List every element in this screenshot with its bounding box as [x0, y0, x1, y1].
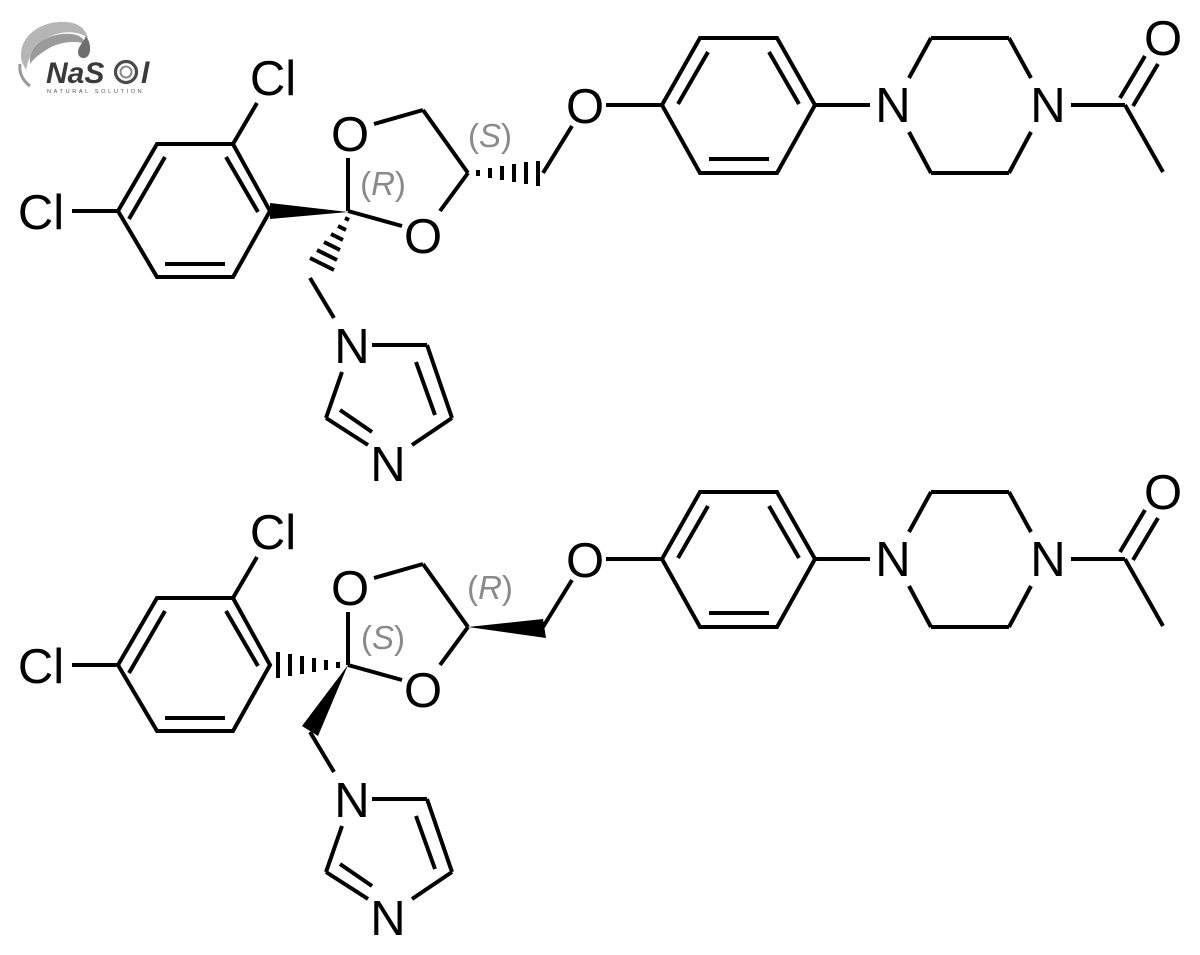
atom-cl-para: Cl — [18, 640, 64, 694]
nasol-logo: NaS l NATURAL SOLUTION — [18, 21, 150, 95]
atom-n-piperazine-4: N — [1030, 79, 1065, 133]
logo-tagline: NATURAL SOLUTION — [47, 89, 144, 95]
atom-o-carbonyl: O — [1144, 466, 1182, 520]
wedge-bond — [468, 619, 546, 638]
wedge-bond — [302, 665, 348, 736]
hashed-bond — [276, 652, 340, 678]
logo-swirl-o-icon — [113, 59, 139, 85]
atom-cl-ortho: Cl — [250, 506, 296, 560]
logo-brand-l: l — [141, 57, 150, 90]
atom-n-piperazine-4: N — [1030, 533, 1065, 587]
svg-text:NaS: NaS — [46, 57, 104, 90]
atom-o-ring-lower: O — [404, 210, 442, 264]
stereo-label-c2: (R) — [360, 165, 406, 202]
leaf-drop-icon — [18, 21, 91, 88]
logo-brand-na: Na — [46, 57, 84, 90]
stereo-label-c4: (R) — [467, 569, 513, 606]
atom-cl-para: Cl — [18, 186, 64, 240]
logo-brand-s: S — [84, 57, 104, 90]
atom-n-piperazine-1: N — [875, 79, 910, 133]
atom-n-piperazine-1: N — [875, 533, 910, 587]
stereo-label-c2: (S) — [361, 619, 405, 656]
molecule-top-skeleton — [70, 36, 1165, 447]
hashed-bond — [309, 216, 350, 272]
atom-o-ring-lower: O — [404, 664, 442, 718]
atom-n-imidazole-1: N — [334, 320, 369, 374]
atom-cl-ortho: Cl — [250, 52, 296, 106]
molecule-bottom-skeleton — [70, 490, 1165, 901]
atom-o-ring-upper: O — [331, 562, 369, 616]
atom-n-imidazole-3: N — [370, 438, 405, 492]
wedge-bond — [270, 203, 348, 219]
molecule-top: Cl Cl O O O N N O N N (R) (S) — [18, 12, 1182, 492]
atom-o-carbonyl: O — [1144, 12, 1182, 66]
atom-n-imidazole-3: N — [370, 892, 405, 946]
atom-o-ether: O — [566, 80, 604, 134]
hashed-bond — [476, 161, 540, 186]
atom-n-imidazole-1: N — [334, 774, 369, 828]
stereo-label-c4: (S) — [468, 117, 512, 154]
atom-o-ether: O — [566, 534, 604, 588]
atom-o-ring-upper: O — [331, 108, 369, 162]
molecule-bottom: Cl Cl O O O N N O N N (S) (R) — [18, 466, 1182, 946]
